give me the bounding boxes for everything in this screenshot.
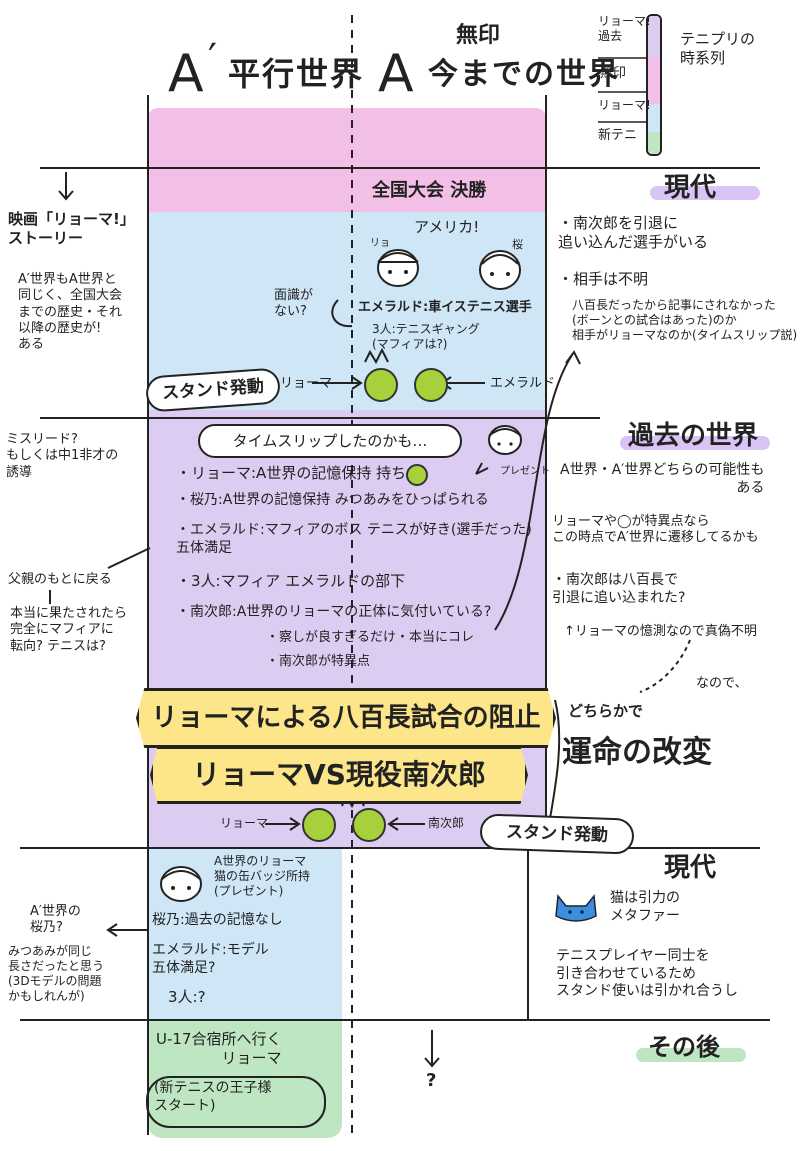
era-after-highlight (636, 1048, 746, 1062)
note-mafia-question: 本当に果たされたら 完全にマフィアに 転向? テニスは? (10, 606, 128, 654)
legend-item-mujirushi: 無印 (600, 66, 627, 81)
note-father: 父親のもとに戻る (8, 572, 112, 587)
col-a-note: 無印 (456, 23, 501, 48)
present2-emerald: エメラルド:モデル 五体満足? (152, 942, 269, 976)
col-a-title: 今までの世界 (428, 57, 620, 92)
era-present2: 現代 (664, 853, 717, 883)
after-shintenis: (新テニスの王子様 スタート) (154, 1080, 272, 1114)
era-past-highlight (620, 436, 770, 450)
col-a-prime-letter: A (168, 44, 206, 104)
past-three-line: ・3人:マフィア エメラルドの部下 (176, 572, 406, 590)
no-acquaintance-note: 面識が ない? (274, 288, 314, 320)
past-nanjiro-sub2: ・南次郎が特異点 (266, 654, 371, 669)
note-singular: リョーマや◯が特異点なら この時点でA′世界に遷移してるかも (552, 514, 759, 546)
emerald-wheelchair: エメラルド:車イステニス選手 (358, 300, 532, 315)
after-shintenis-bracket (146, 1076, 326, 1128)
ryoma-face-icon (488, 425, 522, 455)
note-mitsuami: みつあみが同じ 長さだったと思う (3Dモデルの問題 かもしれんが) (8, 944, 105, 1003)
legend-ticks (598, 57, 646, 123)
note-history: A′世界もA世界と 同じく、全国大会 までの歴史・それ 以降の歴史が! ある (18, 272, 123, 352)
tennis-ball-icon (414, 368, 448, 402)
final-label: 全国大会 決勝 (372, 180, 487, 201)
era-present: 現代 (664, 173, 717, 203)
note-opponent-detail: 八百長だったから記事にされなかった (ボーンとの試合はあった)のか 相手がリョー… (572, 298, 798, 342)
past-emerald-line: ・エメラルド:マフィアのボス テニスが好き(選手だった) 五体満足 (176, 522, 532, 556)
banner-ryoma-vs-nanjiro: リョーマVS現役南次郎 (150, 746, 528, 804)
legend-bar (646, 14, 662, 156)
ryoma-tag: リョ (370, 238, 390, 249)
present2-ryoma-a: A世界のリョーマ 猫の缶バッジ所持 (プレゼント) (214, 854, 311, 898)
note-either: どちらかで (568, 702, 644, 720)
nanjiro-label-past: 南次郎 (428, 816, 465, 830)
col-a-prime-title: 平行世界 (228, 55, 365, 93)
three-gang: 3人:テニスギャング (マフィアは?) (372, 322, 480, 351)
past-nanjiro-sub1: ・察しが良すぎるだけ・本当にコレ (266, 630, 475, 645)
banner-stop-fixed-match: リョーマによる八百長試合の阻止 (136, 688, 556, 748)
note-nanjiro-question: ・南次郎は八百長で 引退に追い込まれた? (552, 572, 686, 606)
tennis-ball-icon (352, 808, 386, 842)
past-sakuno-line: ・桜乃:A世界の記憶保持 みつあみをひっぱられる (176, 492, 489, 508)
note-nanode: なので、 (696, 676, 748, 691)
present2-three: 3人:? (168, 988, 206, 1006)
col-a-prime-prime: ′ (208, 36, 218, 82)
note-possibility: A世界・A′世界どちらの可能性も ある (560, 462, 765, 496)
past-nanjiro-line: ・南次郎:A世界のリョーマの正体に気付いている? (176, 604, 492, 620)
tennis-ball-icon (364, 368, 398, 402)
past-ryoma-line: ・リョーマ:A世界の記憶保持 持ち (176, 464, 407, 482)
after-u17: U-17合宿所へ行く リョーマ (156, 1030, 282, 1067)
ryoma-face-icon (160, 866, 202, 902)
note-opponent: ・相手は不明 (558, 270, 649, 288)
cat-icon (555, 894, 597, 922)
note-unknown: ↑リョーマの憶測なので真偽不明 (564, 624, 757, 639)
tennis-ball-icon (302, 808, 336, 842)
present-tag: プレゼント (500, 466, 550, 477)
present2-cat: 猫は引力の メタファー (610, 890, 680, 924)
note-misread: ミスリード? もしくは中1非才の 誘導 (6, 432, 119, 480)
era-past: 過去の世界 (628, 421, 759, 451)
present2-sakuno: 桜乃:過去の記憶なし (152, 912, 283, 928)
col-a-prime-pink-final (148, 170, 546, 212)
note-retire: ・南次郎を引退に 追い込んだ選手がいる (558, 214, 709, 251)
timeslip-bubble: タイムスリップしたのかも… (198, 424, 462, 458)
era-after: その後 (648, 1033, 720, 1061)
note-sakuno-q: A′世界の 桜乃? (30, 904, 81, 936)
america-label: アメリカ! (414, 218, 480, 236)
ryoma-face-icon (377, 249, 419, 287)
stand-activate-past: スタンド発動 (479, 813, 635, 855)
emerald-label-present: エメラルド (490, 376, 556, 391)
note-movie-story: 映画「リョーマ!」 ストーリー (8, 210, 135, 247)
legend-item-shintenis: 新テニ (598, 128, 638, 143)
ryoma-label-past: リョーマ (220, 816, 269, 830)
col-a-letter: A (378, 44, 416, 104)
tennis-ball-icon (406, 464, 428, 486)
sakura-tag: 桜 (512, 238, 523, 251)
sakuno-face-icon (479, 250, 521, 290)
legend-label: テニプリの 時系列 (680, 30, 756, 67)
present2-tennis: テニスプレイヤー同士を 引き合わせているため スタンド使いは引かれ合うし (556, 948, 738, 999)
note-fate-change: 運命の改変 (562, 735, 712, 770)
ryoma-label-present: リョーマ (280, 376, 333, 391)
after-question: ? (426, 1070, 437, 1091)
legend-item-ryoma: リョーマ! (598, 98, 651, 112)
era-present-highlight (650, 186, 760, 200)
col-a-prime-pink-top (148, 108, 546, 170)
legend-item-ryoma-past: リョーマ! 過去 (598, 14, 651, 43)
